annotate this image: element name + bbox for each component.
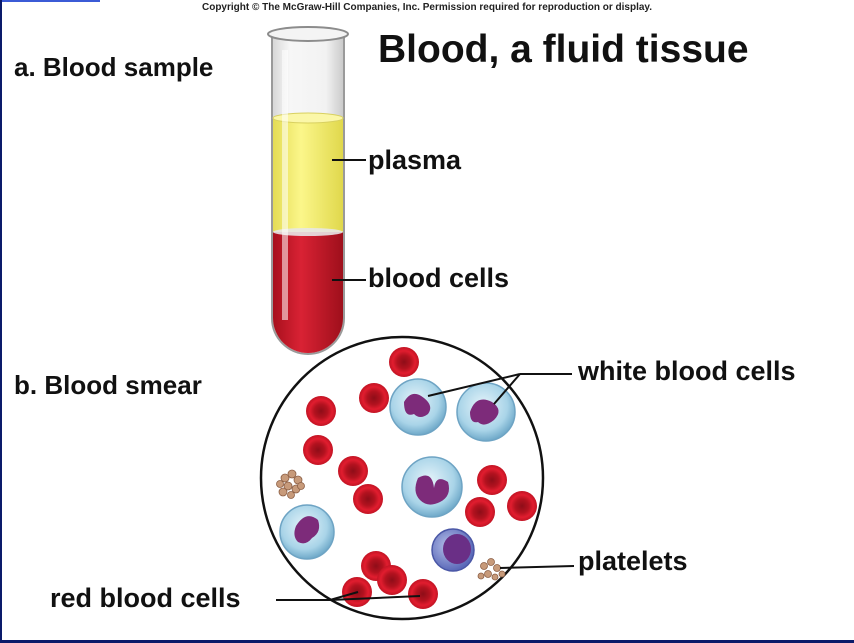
red-blood-cell	[507, 491, 537, 521]
blood-sample-heading: a. Blood sample	[14, 52, 214, 82]
white-blood-cells-label: white blood cells	[578, 356, 796, 386]
platelets-leader-line	[499, 565, 575, 569]
tube-rim	[267, 26, 349, 42]
red-blood-cell	[359, 383, 389, 413]
plasma-layer	[273, 118, 343, 232]
test-tube	[267, 26, 349, 355]
white-blood-cells-leader	[427, 373, 572, 405]
red-blood-cells-label: red blood cells	[50, 583, 241, 613]
white-blood-cell	[389, 378, 447, 436]
slide-title: Blood, a fluid tissue	[378, 28, 749, 71]
red-blood-cell	[306, 396, 336, 426]
white-blood-cell	[401, 456, 463, 518]
white-blood-cell	[279, 504, 335, 560]
red-blood-cell	[408, 579, 438, 609]
red-blood-cell	[389, 347, 419, 377]
white-blood-cell	[456, 382, 516, 442]
blood-cells-label: blood cells	[368, 263, 510, 293]
copyright-notice: Copyright © The McGraw-Hill Companies, I…	[201, 2, 653, 13]
plasma-label: plasma	[368, 145, 462, 175]
lymphocyte	[431, 528, 475, 572]
platelets-label: platelets	[578, 546, 688, 576]
red-blood-cell	[353, 484, 383, 514]
slide-left-border	[0, 0, 2, 643]
red-blood-cell	[465, 497, 495, 527]
red-blood-cell	[377, 565, 407, 595]
slide-corner-accent	[0, 0, 100, 2]
red-blood-cell	[477, 465, 507, 495]
platelets	[276, 469, 506, 581]
slide-bottom-border	[0, 640, 854, 643]
red-blood-cells-leader	[276, 591, 421, 601]
blood-smear-heading: b. Blood smear	[14, 370, 202, 400]
blood-cells-layer	[273, 232, 343, 353]
red-blood-cell	[338, 456, 368, 486]
red-blood-cell	[303, 435, 333, 465]
red-blood-cells	[303, 347, 537, 609]
